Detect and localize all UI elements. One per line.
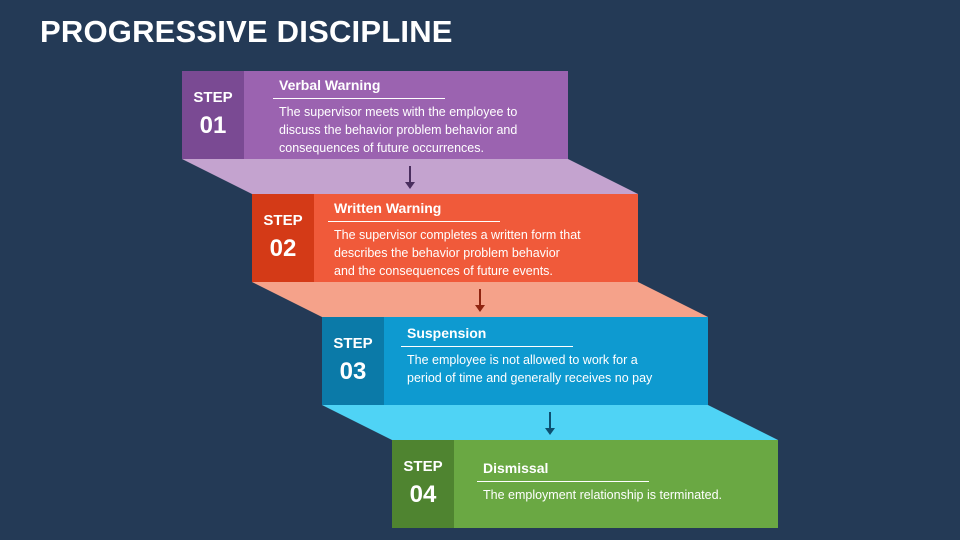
step-number: 01 <box>199 112 227 139</box>
step-number: 02 <box>269 235 297 262</box>
step-description: The employee is not allowed to work for … <box>407 351 708 387</box>
step-card-verbal-warning: STEP 01 Verbal Warning The supervisor me… <box>182 71 568 159</box>
step-content: Written Warning The supervisor completes… <box>314 194 638 282</box>
step-description: The employment relationship is terminate… <box>483 486 778 504</box>
step-label: STEP <box>193 89 233 106</box>
step-badge: STEP 03 <box>322 317 384 405</box>
step-label: STEP <box>403 458 443 475</box>
heading-divider <box>477 481 649 482</box>
heading-divider <box>273 98 445 99</box>
step-card-written-warning: STEP 02 Written Warning The supervisor c… <box>252 194 638 282</box>
description-line: The supervisor completes a written form … <box>334 228 581 242</box>
step-content: Suspension The employee is not allowed t… <box>384 317 708 405</box>
step-heading: Verbal Warning <box>279 77 381 93</box>
step-label: STEP <box>333 335 373 352</box>
step-badge: STEP 04 <box>392 440 454 528</box>
description-line: and the consequences of future events. <box>334 264 553 278</box>
step-card-suspension: STEP 03 Suspension The employee is not a… <box>322 317 708 405</box>
heading-divider <box>401 346 573 347</box>
description-line: period of time and generally receives no… <box>407 371 653 385</box>
heading-divider <box>328 221 500 222</box>
step-badge: STEP 02 <box>252 194 314 282</box>
description-line: The employment relationship is terminate… <box>483 488 723 502</box>
description-line: The employee is not allowed to work for … <box>407 353 638 367</box>
step-number: 04 <box>409 481 437 508</box>
down-arrow-icon <box>405 166 415 189</box>
description-line: discuss the behavior problem behavior an… <box>279 123 518 137</box>
step-heading: Dismissal <box>483 460 549 476</box>
page-title: PROGRESSIVE DISCIPLINE <box>40 14 453 49</box>
step-description: The supervisor completes a written form … <box>334 226 638 280</box>
step-label: STEP <box>263 212 303 229</box>
step-content: Dismissal The employment relationship is… <box>454 440 778 528</box>
step-badge: STEP 01 <box>182 71 244 159</box>
description-line: The supervisor meets with the employee t… <box>279 105 518 119</box>
step-heading: Written Warning <box>334 200 442 216</box>
description-line: describes the behavior problem behavior <box>334 246 560 260</box>
step-number: 03 <box>339 358 367 385</box>
down-arrow-icon <box>545 412 555 435</box>
down-arrow-icon <box>475 289 485 312</box>
step-card-dismissal: STEP 04 Dismissal The employment relatio… <box>392 440 778 528</box>
description-line: consequences of future occurrences. <box>279 141 484 155</box>
step-description: The supervisor meets with the employee t… <box>279 103 568 157</box>
step-heading: Suspension <box>407 325 487 341</box>
step-content: Verbal Warning The supervisor meets with… <box>244 71 568 159</box>
